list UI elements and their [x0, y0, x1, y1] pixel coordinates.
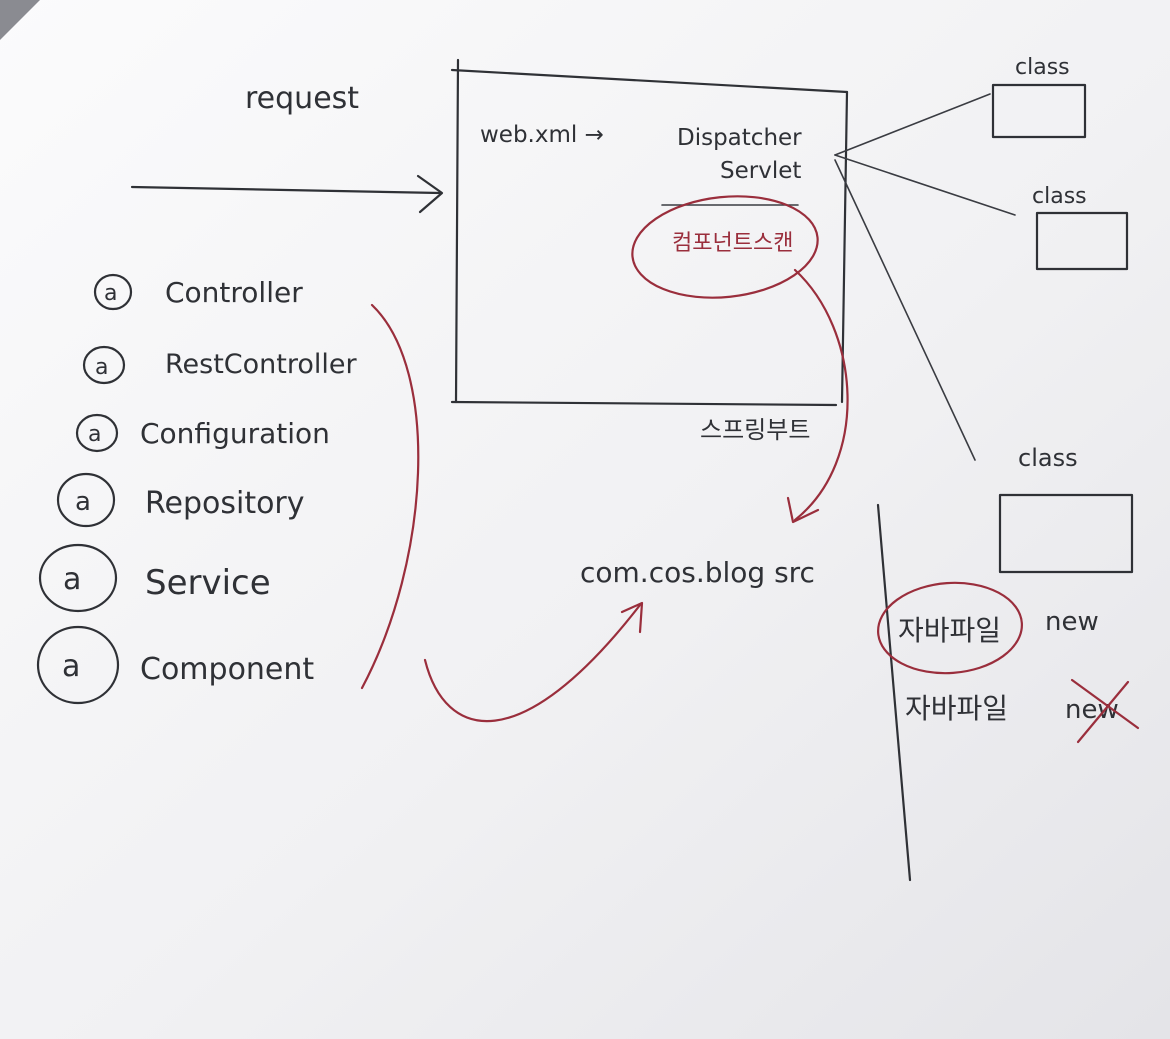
component-scan-label: 컴포넌트스캔 — [672, 231, 793, 256]
annotation-label: Repository — [145, 486, 305, 521]
web-xml-label: web.xml → — [480, 122, 604, 148]
java-file-circle — [877, 581, 1023, 675]
annotation-item: a Service — [38, 543, 271, 613]
annotation-label: Configuration — [140, 417, 330, 450]
annotation-item: a RestController — [82, 345, 358, 385]
class-label-2: class — [1032, 184, 1087, 209]
vertical-divider — [876, 503, 912, 882]
at-symbol-circle — [75, 413, 119, 453]
at-symbol: a — [95, 355, 108, 380]
package-label: com.cos.blog src — [580, 556, 815, 589]
at-symbol: a — [63, 562, 81, 597]
at-symbol-circle — [56, 472, 116, 528]
at-symbol-circle — [82, 345, 126, 385]
request-arrow — [130, 174, 444, 214]
spring-boot-label: 스프링부트 — [700, 416, 810, 444]
annotation-label: RestController — [165, 349, 358, 380]
class-label-3: class — [1018, 444, 1078, 472]
class-box-3 — [998, 493, 1134, 574]
class-label-1: class — [1015, 55, 1070, 80]
crossed-new-label: new — [1065, 695, 1119, 725]
java-file-crossed-label: 자바파일 — [905, 692, 1008, 725]
annotation-item: a Controller — [93, 273, 303, 311]
at-symbol: a — [62, 649, 80, 684]
at-symbol: a — [104, 281, 117, 306]
class-box-1 — [991, 83, 1087, 139]
scan-to-package-arrow — [786, 268, 849, 524]
request-label: request — [245, 81, 359, 116]
at-symbol-circle — [38, 543, 118, 613]
java-file-new-label: 자바파일 — [898, 614, 1001, 647]
annotation-label: Service — [145, 563, 271, 603]
at-symbol-circle — [36, 625, 120, 705]
at-symbol: a — [88, 422, 101, 447]
annotation-label: Controller — [165, 276, 303, 309]
annotation-item: a Configuration — [75, 413, 330, 453]
spring-boot-container — [450, 58, 849, 407]
servlet-label: Servlet — [720, 158, 801, 184]
annotation-item: a Component — [36, 625, 314, 705]
cross-out-mark — [1070, 678, 1140, 744]
at-symbol: a — [75, 487, 91, 517]
component-scan-circle — [631, 195, 819, 299]
at-symbol-circle — [93, 273, 133, 311]
class-box-2 — [1035, 211, 1129, 271]
new-label: new — [1045, 607, 1099, 637]
dispatcher-label: Dispatcher — [677, 125, 802, 151]
dispatcher-to-class-lines — [834, 93, 1016, 461]
annotation-label: Component — [140, 652, 314, 687]
annotation-bracket-arrow — [360, 303, 644, 723]
annotation-list: a Controller a RestController a Configur… — [36, 273, 358, 705]
annotation-item: a Repository — [56, 472, 305, 528]
